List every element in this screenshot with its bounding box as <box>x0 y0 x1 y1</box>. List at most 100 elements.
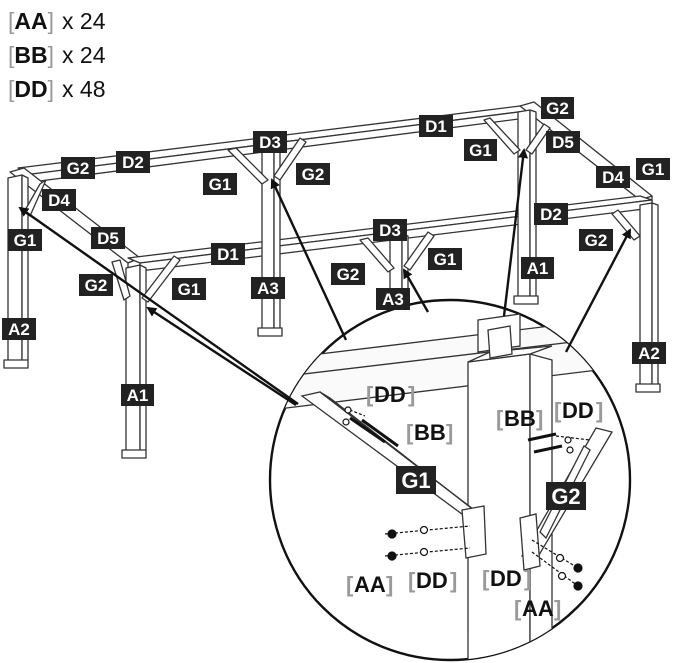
label-d5: D5 <box>91 227 125 249</box>
label-a1: A1 <box>121 384 154 406</box>
svg-text:AA: AA <box>354 572 386 597</box>
detail-label-g1: G1 <box>396 466 436 494</box>
detail-label-aa: [ AA ] <box>514 596 561 621</box>
svg-text:G1: G1 <box>178 280 201 299</box>
svg-text:DD: DD <box>562 398 594 423</box>
arrow-to-back-mid <box>270 178 348 341</box>
detail-label-bb: [ BB ] <box>496 406 543 431</box>
svg-text:]: ] <box>408 382 415 407</box>
hardware-quantity: x 24 <box>62 41 106 68</box>
detail-label-bb: [ BB ] <box>406 420 453 445</box>
label-g2: G2 <box>541 97 574 119</box>
detail-label-dd: [ DD ] <box>408 568 457 593</box>
svg-text:D4: D4 <box>48 191 70 210</box>
svg-text:BB: BB <box>414 420 446 445</box>
label-g1: G1 <box>172 278 206 300</box>
svg-text:G1: G1 <box>642 160 665 179</box>
label-d1: D1 <box>211 243 245 265</box>
corner-braces <box>23 117 641 303</box>
svg-text:D3: D3 <box>379 221 401 240</box>
svg-text:A2: A2 <box>8 320 30 339</box>
svg-text:G1: G1 <box>209 175 232 194</box>
svg-text:AA: AA <box>522 596 554 621</box>
svg-text:G2: G2 <box>302 165 325 184</box>
svg-text:[: [ <box>406 420 414 445</box>
label-a2: A2 <box>632 342 666 364</box>
label-a3: A3 <box>251 277 285 299</box>
arrow-to-left-corner <box>18 206 299 405</box>
svg-text:A2: A2 <box>638 344 660 363</box>
post-a3-back <box>261 139 275 333</box>
label-d5: D5 <box>546 131 580 153</box>
fasteners <box>342 406 591 591</box>
svg-text:D5: D5 <box>552 133 574 152</box>
label-d2: D2 <box>534 203 568 225</box>
label-d3: D3 <box>253 131 287 153</box>
svg-text:D5: D5 <box>97 229 119 248</box>
label-g2: G2 <box>331 263 365 285</box>
detail-label-g2: G2 <box>546 482 586 510</box>
svg-text:G1: G1 <box>14 231 37 250</box>
svg-text:[: [ <box>366 382 374 407</box>
svg-text:]: ] <box>596 398 603 423</box>
hardware-code: AA <box>14 7 48 34</box>
label-g1: G1 <box>428 248 462 270</box>
beam-right <box>519 101 653 201</box>
svg-text:DD: DD <box>416 568 448 593</box>
detail-labels: [ DD ] [ BB ] G1 [ AA ] [ DD ] [ BB ] <box>346 382 603 621</box>
svg-text:D1: D1 <box>425 117 447 136</box>
hardware-quantity: x 48 <box>62 75 106 102</box>
label-d4: D4 <box>596 166 630 188</box>
svg-text:D1: D1 <box>217 245 239 264</box>
svg-text:A1: A1 <box>127 386 149 405</box>
svg-text:[: [ <box>408 568 416 593</box>
label-a3: A3 <box>376 288 410 310</box>
svg-text:[: [ <box>554 398 562 423</box>
svg-text:DD: DD <box>374 382 406 407</box>
svg-text:BB: BB <box>504 406 536 431</box>
label-d4: D4 <box>42 189 76 211</box>
label-a2: A2 <box>2 318 36 340</box>
label-g2: G2 <box>61 157 95 179</box>
arrow-to-front-mid <box>402 268 430 313</box>
label-g1: G1 <box>464 139 497 161</box>
label-d3: D3 <box>373 219 407 241</box>
svg-text:D4: D4 <box>602 168 624 187</box>
svg-text:G2: G2 <box>337 265 360 284</box>
svg-text:G1: G1 <box>469 141 492 160</box>
hardware-list: [AA] x 24 [BB] x 24 [DD] x 48 <box>8 4 106 106</box>
svg-text:A1: A1 <box>527 259 549 278</box>
svg-text:[: [ <box>346 572 354 597</box>
callout-arrows <box>18 148 632 407</box>
detail-label-dd: [ DD ] <box>554 398 603 423</box>
detail-label-dd: [ DD ] <box>366 382 415 407</box>
label-g2: G2 <box>296 163 330 185</box>
hardware-quantity: x 24 <box>62 7 106 34</box>
hardware-item-bb: [BB] x 24 <box>8 41 106 68</box>
svg-text:G2: G2 <box>585 231 608 250</box>
label-g1: G1 <box>203 173 237 195</box>
label-g1: G1 <box>8 229 42 251</box>
label-g2: G2 <box>579 229 613 251</box>
svg-text:[: [ <box>482 566 490 591</box>
label-a1: A1 <box>521 257 554 279</box>
svg-text:]: ] <box>536 406 543 431</box>
svg-text:A3: A3 <box>382 290 404 309</box>
svg-text:A3: A3 <box>257 279 279 298</box>
hardware-code: DD <box>14 75 48 102</box>
svg-text:G2: G2 <box>546 99 569 118</box>
label-g2: G2 <box>79 274 113 296</box>
label-d2: D2 <box>116 151 150 173</box>
svg-text:]: ] <box>554 596 561 621</box>
svg-text:G2: G2 <box>551 484 580 509</box>
hardware-item-dd: [DD] x 48 <box>8 75 106 102</box>
svg-text:]: ] <box>446 420 453 445</box>
hardware-item-aa: [AA] x 24 <box>8 7 106 34</box>
detail-label-aa: [ AA ] <box>346 572 393 597</box>
svg-text:G1: G1 <box>401 468 430 493</box>
detail-view <box>268 298 632 662</box>
svg-text:[: [ <box>514 596 522 621</box>
arrow-to-front-left <box>146 306 297 407</box>
svg-text:D2: D2 <box>122 153 144 172</box>
